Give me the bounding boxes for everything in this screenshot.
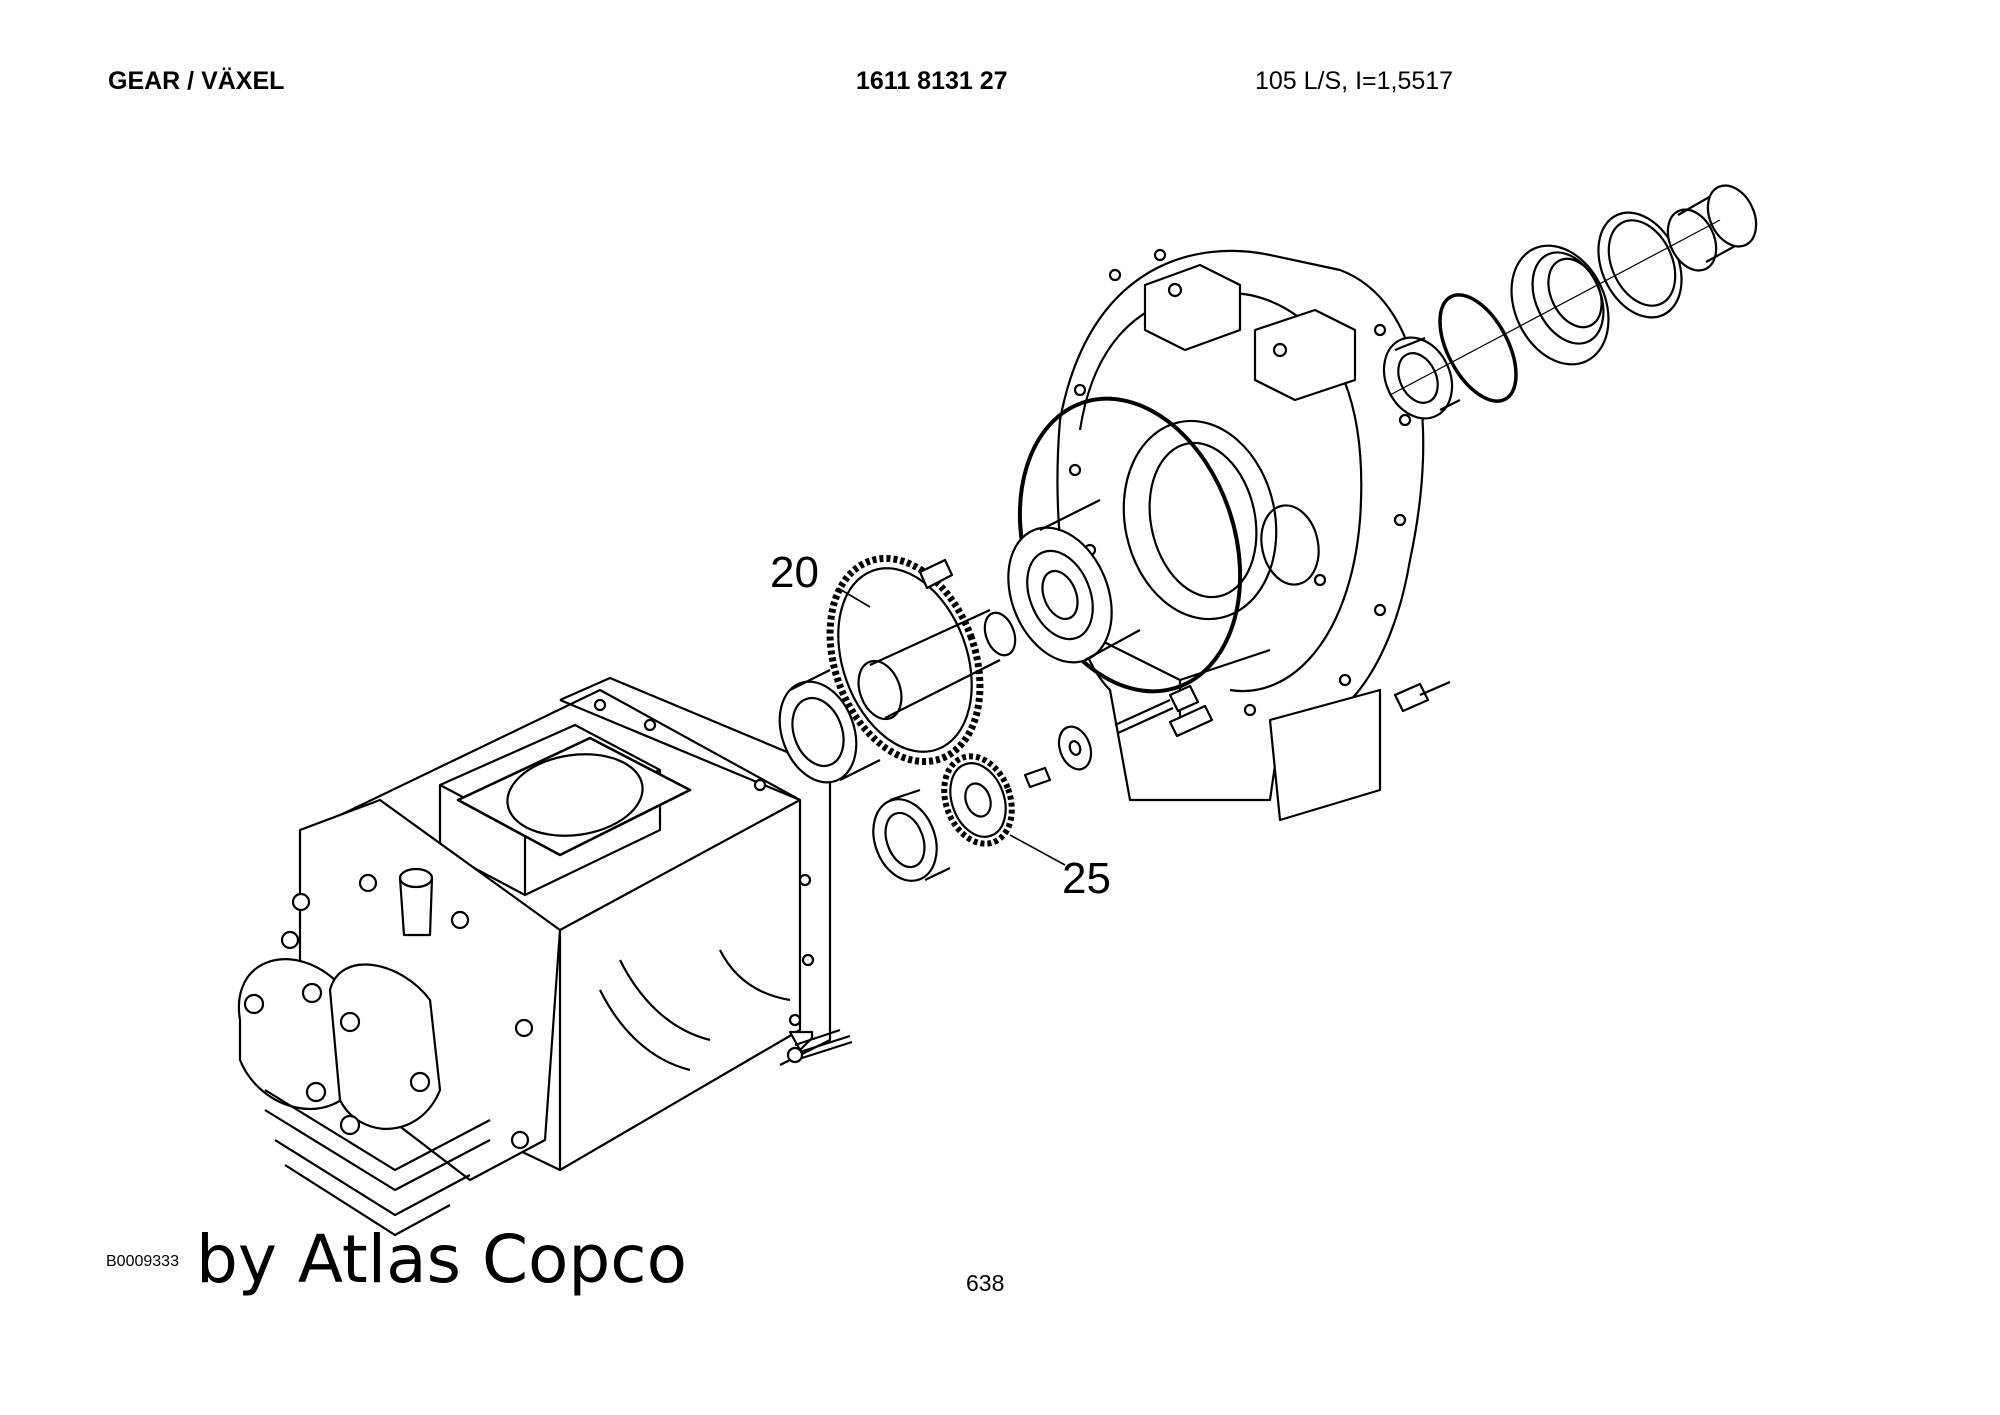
leader-line-25 — [1009, 834, 1066, 866]
page-number: 638 — [966, 1270, 1005, 1296]
spec-text: 105 L/S, I=1,5517 — [1255, 67, 1454, 95]
compressor-element — [237, 676, 853, 1237]
page-title: GEAR / VÄXEL — [108, 67, 285, 95]
drawing-code: B0009333 — [106, 1253, 179, 1270]
small-hardware — [1023, 680, 1451, 789]
roller-bushing — [872, 788, 951, 882]
small-bearing — [778, 669, 881, 784]
gear-casing — [1056, 248, 1425, 822]
watermark-text: by Atlas Copco — [196, 1221, 687, 1298]
dowel-pin — [918, 558, 954, 590]
leader-line-20 — [837, 587, 871, 608]
callout-20: 20 — [770, 548, 819, 597]
callout-25: 25 — [1062, 854, 1111, 903]
gear-20 — [826, 554, 1017, 766]
gear-25 — [941, 753, 1015, 847]
seal-stack — [1382, 184, 1758, 420]
part-number: 1611 8131 27 — [856, 67, 1008, 95]
main-bearing — [1007, 499, 1141, 664]
